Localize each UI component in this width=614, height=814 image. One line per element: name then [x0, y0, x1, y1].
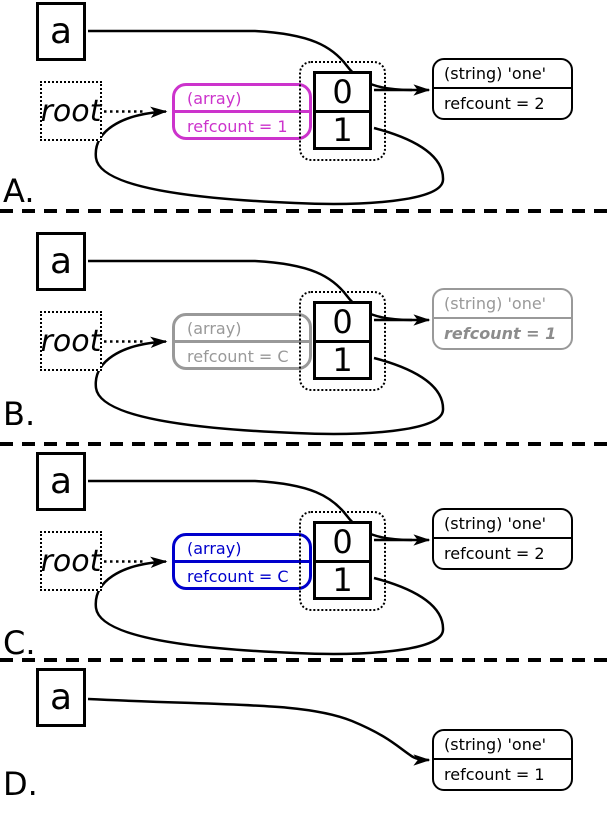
a-to-string-arrow: [88, 259, 413, 322]
a-to-string-arrow: [87, 697, 431, 766]
array-type-label: (array): [175, 316, 309, 343]
a-to-string-arrow: [88, 29, 413, 92]
string-refcount-label: refcount = 2: [444, 94, 545, 113]
string-type-label: (string) 'one': [434, 731, 571, 760]
a-to-string-arrow: [88, 479, 413, 542]
array-cells-outline: [299, 61, 386, 161]
string-object-box: (string) 'one' refcount = 2: [432, 508, 573, 570]
variable-a-label: a: [49, 677, 73, 718]
array-cells-box: 0 1: [313, 301, 372, 380]
array-cell-1: 1: [332, 111, 353, 149]
panel-c-arrows: [88, 479, 445, 656]
array-cells-box: 0 1: [313, 71, 372, 150]
string-object-box: (string) 'one' refcount = 2: [432, 58, 573, 120]
panel-b-arrows: [88, 259, 445, 436]
panel-a-arrows: [88, 29, 445, 206]
string-type-label: (string) 'one': [434, 60, 571, 89]
string-refcount-label: refcount = 1: [444, 765, 545, 784]
cycle-arrow: [94, 336, 445, 436]
string-refcount-label: refcount = 1: [444, 324, 557, 343]
array-refcount-label: refcount = 1: [187, 117, 288, 136]
cycle-arrow: [94, 106, 445, 206]
panel-a-label: A.: [3, 172, 35, 210]
variable-a-label: a: [49, 11, 73, 52]
string-object-box: (string) 'one' refcount = 1: [432, 729, 573, 791]
variable-a-box: a: [36, 668, 86, 727]
array-type-label: (array): [175, 536, 309, 563]
array-refcount-label: refcount = C: [187, 567, 289, 586]
array-cell-0: 0: [316, 73, 369, 113]
variable-a-box: a: [36, 2, 86, 61]
panel-separators: [0, 209, 614, 662]
string-type-label: (string) 'one': [434, 510, 571, 539]
string-type-label: (string) 'one': [434, 290, 571, 319]
cycle-arrow: [94, 556, 445, 656]
panel-d-arrows: [87, 697, 431, 766]
panel-c-label: C.: [3, 624, 36, 662]
root-label: root: [40, 93, 102, 129]
array-cells-box: 0 1: [313, 521, 372, 600]
array-object-box: (array) refcount = C: [172, 533, 312, 590]
string-object-box: (string) 'one' refcount = 1: [432, 288, 573, 350]
root-label: root: [40, 543, 102, 579]
root-box: root: [40, 311, 102, 371]
variable-a-box: a: [36, 232, 86, 291]
array-type-label: (array): [175, 86, 309, 113]
root-box: root: [40, 531, 102, 591]
root-label: root: [40, 323, 102, 359]
array-cell-1: 1: [332, 561, 353, 599]
array-refcount-label: refcount = C: [187, 347, 289, 366]
array-cell-0: 0: [316, 523, 369, 563]
array-cell-0: 0: [316, 303, 369, 343]
array-cells-outline: [299, 511, 386, 611]
array-object-box: (array) refcount = C: [172, 313, 312, 370]
variable-a-label: a: [49, 461, 73, 502]
string-refcount-label: refcount = 2: [444, 544, 545, 563]
variable-a-box: a: [36, 452, 86, 511]
panel-d-label: D.: [3, 765, 38, 803]
array-object-box: (array) refcount = 1: [172, 83, 312, 140]
root-box: root: [40, 81, 102, 141]
array-cells-outline: [299, 291, 386, 391]
panel-b-label: B.: [3, 395, 36, 433]
variable-a-label: a: [49, 241, 73, 282]
array-cell-1: 1: [332, 341, 353, 379]
